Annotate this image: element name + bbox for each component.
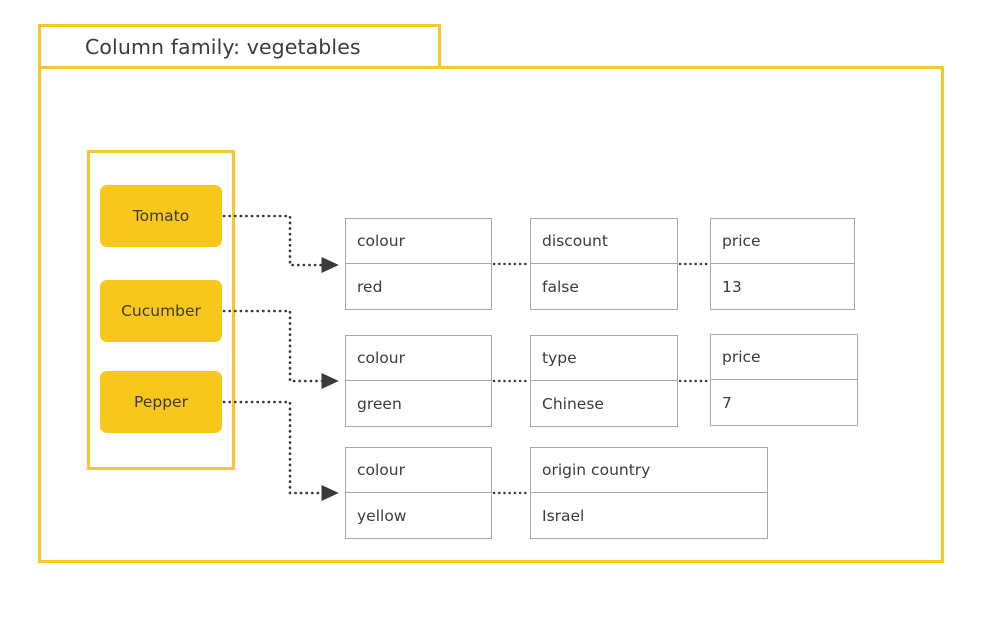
cell-key: colour (346, 219, 491, 264)
cell-cucumber-type[interactable]: type Chinese (530, 335, 678, 427)
cell-value: 13 (722, 277, 742, 296)
cell-tomato-price[interactable]: price 13 (710, 218, 855, 310)
cell-cucumber-colour[interactable]: colour green (345, 335, 492, 427)
cell-key: discount (531, 219, 677, 264)
cell-value: yellow (357, 506, 407, 525)
column-family-title-box: Column family: vegetables (38, 24, 441, 69)
cell-pepper-colour[interactable]: colour yellow (345, 447, 492, 539)
row-key-cucumber[interactable]: Cucumber (100, 280, 222, 342)
cell-key: price (711, 219, 854, 264)
cell-key: type (531, 336, 677, 381)
cell-cucumber-price[interactable]: price 7 (710, 334, 858, 426)
row-key-label: Tomato (132, 207, 190, 225)
cell-value: red (357, 277, 383, 296)
row-key-tomato[interactable]: Tomato (100, 185, 222, 247)
cell-value: 7 (722, 393, 732, 412)
cell-pepper-origin-country[interactable]: origin country Israel (530, 447, 768, 539)
row-key-label: Pepper (134, 393, 188, 411)
cell-key: colour (346, 336, 491, 381)
cell-key: origin country (531, 448, 767, 493)
page-title: Column family: vegetables (85, 34, 361, 59)
cell-key: price (711, 335, 857, 380)
cell-key: colour (346, 448, 491, 493)
row-key-label: Cucumber (121, 302, 201, 320)
cell-tomato-colour[interactable]: colour red (345, 218, 492, 310)
cell-value: false (542, 277, 579, 296)
row-key-pepper[interactable]: Pepper (100, 371, 222, 433)
cell-value: Israel (542, 506, 585, 525)
cell-tomato-discount[interactable]: discount false (530, 218, 678, 310)
cell-value: green (357, 394, 402, 413)
cell-value: Chinese (542, 394, 604, 413)
